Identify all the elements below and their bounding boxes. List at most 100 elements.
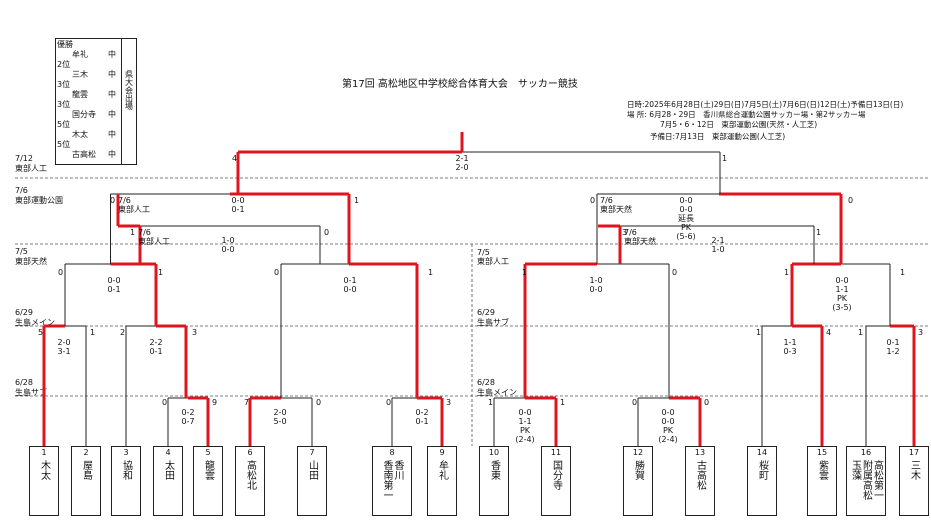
team-box <box>29 446 59 516</box>
match-score-right: 4 <box>826 328 832 337</box>
match-detail: 0-0 <box>589 285 603 294</box>
match-detail: 1-0 <box>221 236 235 245</box>
team-name: 山田 <box>306 460 318 480</box>
round-qf-venue: 東部天然 <box>15 257 47 266</box>
round-semi-date: 7/6 <box>15 186 28 195</box>
match-detail: 0-1 <box>107 285 121 294</box>
match-detail: (2-4) <box>658 435 678 444</box>
team-name: 国分寺 <box>550 460 562 490</box>
match-detail: 2-1 <box>455 154 469 163</box>
match-score-right: 0 <box>704 398 710 407</box>
team-box <box>372 446 412 516</box>
match-score-right: 3 <box>918 328 924 337</box>
team-box <box>235 446 265 516</box>
match-score-left: 0 <box>274 268 280 277</box>
team-number: 16 <box>860 448 872 457</box>
match-detail: 1-0 <box>711 245 725 254</box>
match-score-left: 0 <box>386 398 392 407</box>
ranking-rank: 5位 <box>57 120 71 129</box>
round-r1-right-venue: 生島メイン <box>477 388 517 397</box>
team-name: 協和 <box>120 460 132 480</box>
match-score-left: 0 <box>58 268 64 277</box>
match-detail: 0-3 <box>783 347 797 356</box>
ranking-result: 中 <box>108 90 116 99</box>
match-venue-label: 7/5 <box>477 248 490 257</box>
match-score-left: 1 <box>130 228 136 237</box>
match-score-right: 1 <box>722 154 728 163</box>
ranking-result: 中 <box>108 110 116 119</box>
round-r1-right-date: 6/28 <box>477 378 495 387</box>
event-info-venue-2: 7月5・6・12日 東部運動公園(天然・人工芝) <box>660 120 818 129</box>
round-r2-left-venue: 生島メイン <box>15 318 55 327</box>
match-detail: 0-1 <box>415 417 429 426</box>
team-number: 13 <box>694 448 706 457</box>
team-number: 14 <box>756 448 768 457</box>
event-info-venue: 場 所: 6月28・29日 香川県総合運動公園サッカー場・第2サッカー場 <box>627 110 866 119</box>
match-detail: 0-2 <box>415 408 429 417</box>
round-final-venue: 東部人工 <box>15 164 47 173</box>
match-venue-label: 東部人工 <box>138 237 170 246</box>
page-title: 第17回 高松地区中学校総合体育大会 サッカー競技 <box>342 79 578 90</box>
match-venue-label: 7/6 <box>600 196 613 205</box>
team-number: 1 <box>41 448 47 457</box>
match-score-right: 1 <box>816 228 822 237</box>
match-detail: 1-0 <box>589 276 603 285</box>
team-name: 屋島 <box>80 460 92 480</box>
match-detail: 2-2 <box>149 338 163 347</box>
ranking-team: 三木 <box>72 70 88 79</box>
match-detail: 0-1 <box>343 276 357 285</box>
team-number: 10 <box>488 448 500 457</box>
ranking-result: 中 <box>108 50 116 59</box>
match-detail: 0-1 <box>231 205 245 214</box>
ranking-team: 国分寺 <box>72 110 96 119</box>
ranking-team: 牟礼 <box>72 50 88 59</box>
match-detail: 1-1 <box>783 338 797 347</box>
match-score-right: 9 <box>212 398 218 407</box>
match-detail: 1-1 <box>835 285 849 294</box>
event-info-reserve: 予備日:7月13日 東部運動公園(人工芝) <box>650 132 786 141</box>
team-number: 9 <box>439 448 445 457</box>
match-detail: 2-0 <box>273 408 287 417</box>
match-score-left: 0 <box>590 196 596 205</box>
team-box <box>807 446 837 516</box>
team-box <box>427 446 457 516</box>
event-info-dates: 日時:2025年6月28日(土)29日(日)7月5日(土)7月6日(日)12日(… <box>627 100 904 109</box>
match-detail: 0-2 <box>181 408 195 417</box>
ranking-rank: 5位 <box>57 140 71 149</box>
ranking-table <box>55 38 137 165</box>
ranking-rank: 2位 <box>57 60 71 69</box>
match-detail: 1-2 <box>886 347 900 356</box>
match-venue-label: 7/6 <box>624 228 637 237</box>
match-detail: 0-1 <box>149 347 163 356</box>
team-name: 高松北 <box>244 460 256 490</box>
match-detail: 3-1 <box>57 347 71 356</box>
match-score-left: 0 <box>632 398 638 407</box>
team-name: 三木 <box>908 460 920 480</box>
match-score-right: 0 <box>316 398 322 407</box>
match-score-right: 0 <box>848 196 854 205</box>
match-score-left: 1 <box>522 268 528 277</box>
match-detail: (5-6) <box>676 232 696 241</box>
match-score-right: 0 <box>672 268 678 277</box>
match-detail: 0-0 <box>661 417 675 426</box>
team-number: 8 <box>389 448 395 457</box>
round-final-date: 7/12 <box>15 154 33 163</box>
match-score-left: 5 <box>38 328 44 337</box>
team-name: 古高松 <box>694 460 706 490</box>
match-detail: PK <box>662 426 674 435</box>
ranking-side-label: 県大会出場 <box>124 70 134 110</box>
match-score-right: 1 <box>354 196 360 205</box>
round-r2-right-venue: 生島サブ <box>477 318 509 327</box>
team-number: 5 <box>205 448 211 457</box>
team-name: 玉藻 <box>849 460 861 480</box>
team-number: 6 <box>247 448 253 457</box>
match-detail: 延長 <box>678 214 694 223</box>
match-detail: 0-0 <box>661 408 675 417</box>
team-box <box>297 446 327 516</box>
team-box <box>153 446 183 516</box>
match-venue-label: 東部人工 <box>118 205 150 214</box>
match-score-right: 3 <box>446 398 452 407</box>
match-detail: 0-0 <box>221 245 235 254</box>
team-name: 香川 <box>392 460 403 480</box>
team-number: 2 <box>83 448 89 457</box>
